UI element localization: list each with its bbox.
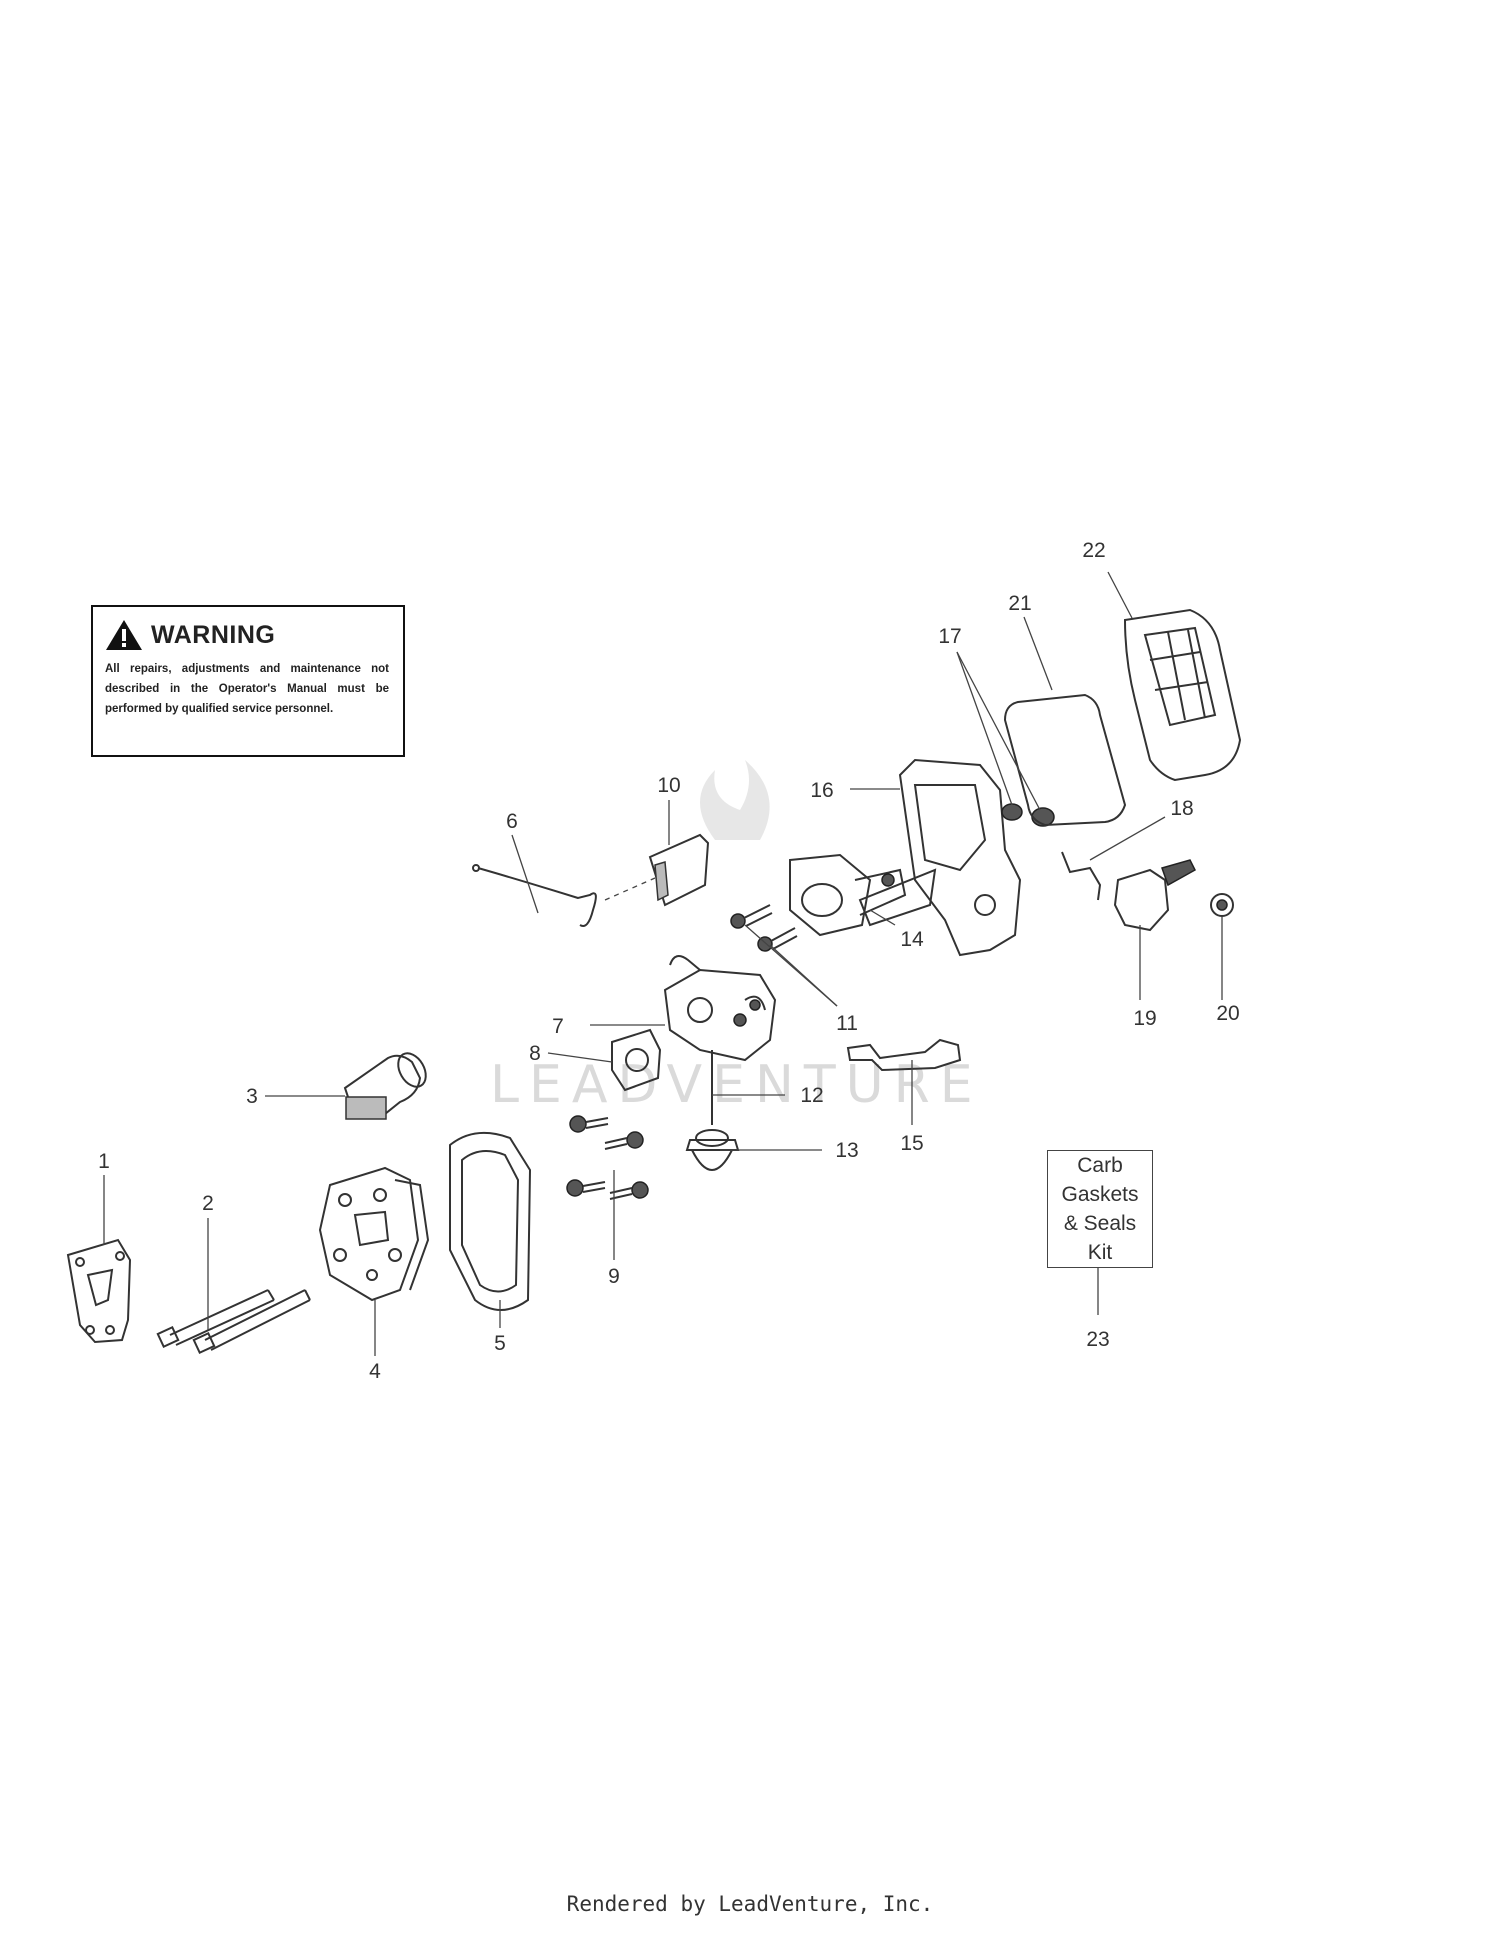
callout-5: 5 [494,1332,506,1355]
part-9-bolts[interactable] [566,1115,649,1200]
callout-20: 20 [1216,1002,1239,1025]
part-14-choke-assembly[interactable] [789,853,907,937]
callout-23: 23 [1086,1328,1109,1351]
callout-18: 18 [1170,797,1193,820]
part-18-spring-clip[interactable] [1061,851,1102,901]
callout-15: 15 [900,1132,923,1155]
warning-triangle-icon [106,620,142,650]
part-11-screws[interactable] [730,904,798,952]
part-8-carb-gasket[interactable] [611,1028,662,1092]
callout-21: 21 [1008,592,1031,615]
part-21-filter-pad[interactable] [1003,693,1127,827]
part-20-nut[interactable] [1210,893,1234,917]
part-15-choke-lever[interactable] [846,1038,962,1072]
callout-11: 11 [836,1012,858,1035]
part-5-filter-element[interactable] [449,1131,532,1311]
part-16-filter-housing[interactable] [858,758,1022,957]
callout-13: 13 [835,1139,858,1162]
part-6-throttle-rod[interactable] [472,864,656,927]
part-3-intake-elbow[interactable] [343,1048,431,1120]
part-7-carburetor[interactable] [663,955,777,1062]
part-22-filter-cover[interactable] [1123,608,1242,782]
callout-labels: 1 2 3 4 5 6 7 8 9 10 11 12 13 14 15 16 1… [98,539,1240,1383]
kit-box[interactable]: Carb Gaskets & Seals Kit [1047,1150,1153,1268]
part-4-adapter[interactable] [318,1166,430,1302]
warning-title: WARNING [151,620,276,649]
callout-9: 9 [608,1265,620,1288]
callout-19: 19 [1133,1007,1156,1030]
callout-14: 14 [900,928,924,951]
leader-lines [103,571,1223,1356]
callout-8: 8 [529,1042,541,1065]
watermark: LEADVENTURE [490,760,983,1115]
part-19-knob[interactable] [1113,859,1196,932]
footer-credit: Rendered by LeadVenture, Inc. [566,1892,934,1916]
callout-4: 4 [369,1360,381,1383]
warning-text: All repairs, adjustments and maintenance… [105,663,389,715]
callout-12: 12 [800,1084,823,1107]
callout-22: 22 [1082,539,1105,562]
callout-16: 16 [810,779,833,802]
callout-10: 10 [657,774,680,797]
part-2-bolts[interactable] [156,1289,311,1355]
callout-1: 1 [98,1150,110,1173]
callout-3: 3 [246,1085,258,1108]
callout-2: 2 [202,1192,214,1215]
callout-6: 6 [506,810,518,833]
warning-label: WARNING All repairs, adjustments and mai… [91,605,405,757]
callout-7: 7 [552,1015,564,1038]
part-1-gasket[interactable] [66,1238,132,1344]
callout-17: 17 [938,625,961,648]
part-10-bracket[interactable] [648,833,710,907]
watermark-text: LEADVENTURE [490,1055,983,1115]
kit-label: Carb Gaskets & Seals Kit [1061,1154,1139,1264]
warning-header: WARNING [105,619,389,651]
